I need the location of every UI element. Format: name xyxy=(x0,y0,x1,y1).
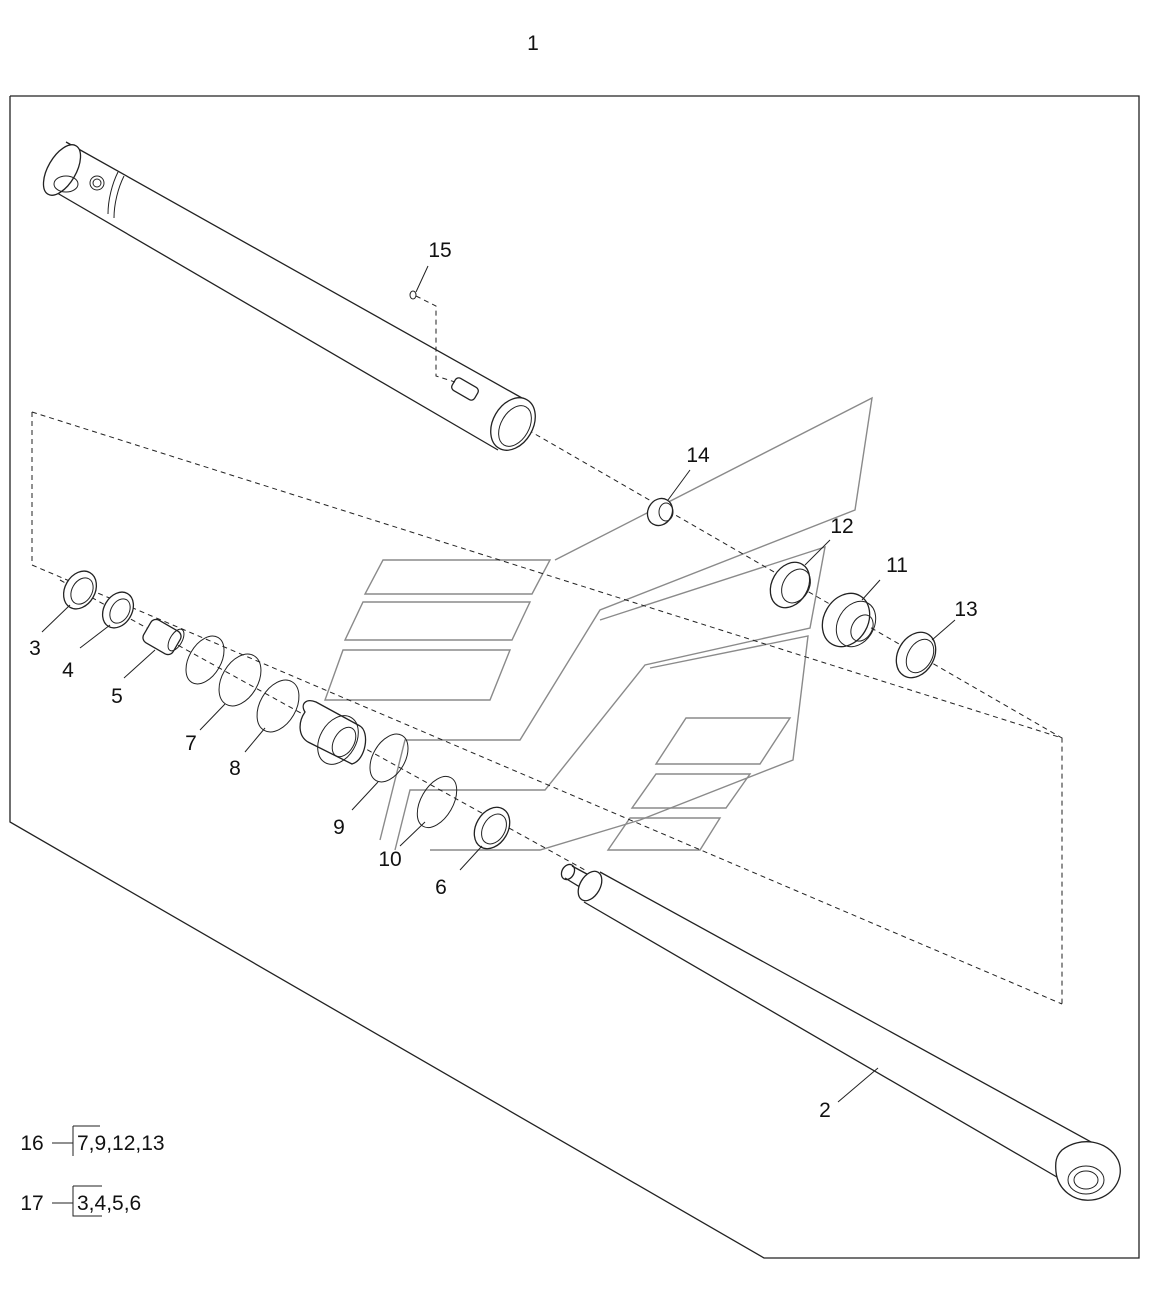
callout-7: 7 xyxy=(185,732,197,755)
assembly-number-label: 1 xyxy=(527,32,539,55)
seal-ring xyxy=(895,619,956,679)
callout-3: 3 xyxy=(29,637,41,660)
seal-kit-frame-upper xyxy=(31,411,1063,1004)
callout-4: 4 xyxy=(62,659,74,682)
callout-13: 13 xyxy=(954,598,977,621)
kit-16-contents: 7,9,12,13 xyxy=(77,1132,165,1155)
callout-8: 8 xyxy=(229,757,241,780)
callout-12: 12 xyxy=(830,515,853,538)
cylinder-barrel xyxy=(42,141,536,451)
callout-15: 15 xyxy=(428,239,451,262)
watermark-logo xyxy=(324,396,873,851)
callout-11: 11 xyxy=(886,554,908,577)
seal-kit-frame-lower xyxy=(31,564,1063,1005)
kit-reference-16: 16 7,9,12,13 xyxy=(20,1125,165,1156)
kit-16-number: 16 xyxy=(20,1132,43,1155)
callout-5: 5 xyxy=(111,685,123,708)
assembly-frame xyxy=(9,95,1140,1259)
callout-9: 9 xyxy=(333,816,345,839)
callout-2: 2 xyxy=(819,1099,831,1122)
callout-6: 6 xyxy=(435,876,447,899)
kit-17-number: 17 xyxy=(20,1192,43,1215)
port-fitting xyxy=(409,265,479,401)
piston-rod xyxy=(560,863,1121,1201)
kit-reference-17: 17 3,4,5,6 xyxy=(20,1185,141,1217)
callout-10: 10 xyxy=(378,848,401,871)
piston-nut xyxy=(646,469,691,527)
gland-seal-parts xyxy=(351,733,511,871)
rod-seal-parts xyxy=(41,570,300,753)
piston xyxy=(821,579,881,648)
callout-14: 14 xyxy=(686,444,710,467)
wear-ring xyxy=(769,539,831,609)
gland-head xyxy=(299,700,367,765)
kit-17-contents: 3,4,5,6 xyxy=(77,1192,141,1215)
